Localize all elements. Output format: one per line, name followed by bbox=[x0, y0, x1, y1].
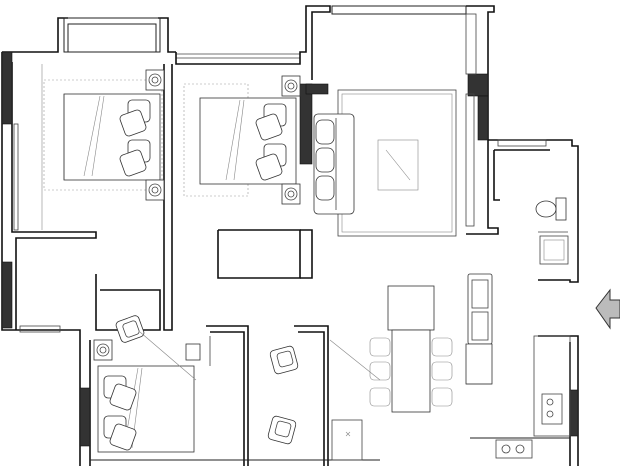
lamp-icon bbox=[281, 75, 301, 97]
bedroom-1 bbox=[41, 64, 165, 230]
kitchen bbox=[495, 335, 571, 459]
toilet-icon bbox=[535, 197, 567, 221]
bedroom-3 bbox=[93, 315, 201, 453]
column bbox=[1, 261, 13, 329]
column bbox=[1, 51, 13, 125]
sofa-icon bbox=[313, 113, 355, 215]
bedroom-2 bbox=[183, 75, 301, 205]
lamp-icon bbox=[185, 343, 201, 361]
study bbox=[209, 336, 381, 461]
armchair-icon bbox=[267, 415, 297, 445]
structural-columns bbox=[1, 51, 579, 447]
column bbox=[79, 387, 91, 447]
lamp-icon bbox=[145, 69, 165, 91]
living-room bbox=[313, 89, 457, 237]
column bbox=[305, 83, 329, 95]
column bbox=[477, 95, 489, 141]
dining-area bbox=[369, 273, 493, 413]
bathroom bbox=[535, 197, 569, 265]
rug bbox=[337, 89, 457, 237]
bed-icon bbox=[199, 97, 297, 185]
lamp-icon bbox=[145, 179, 165, 201]
bed-icon bbox=[97, 365, 195, 453]
armchair-icon bbox=[269, 345, 299, 375]
armchair-icon bbox=[115, 315, 145, 343]
column bbox=[467, 73, 489, 97]
lamp-icon bbox=[93, 339, 113, 361]
column bbox=[299, 83, 313, 165]
bed-icon bbox=[63, 93, 161, 181]
lamp-icon bbox=[281, 183, 301, 205]
entry-arrow-icon bbox=[595, 288, 620, 330]
column bbox=[569, 389, 579, 437]
windows bbox=[13, 13, 547, 333]
